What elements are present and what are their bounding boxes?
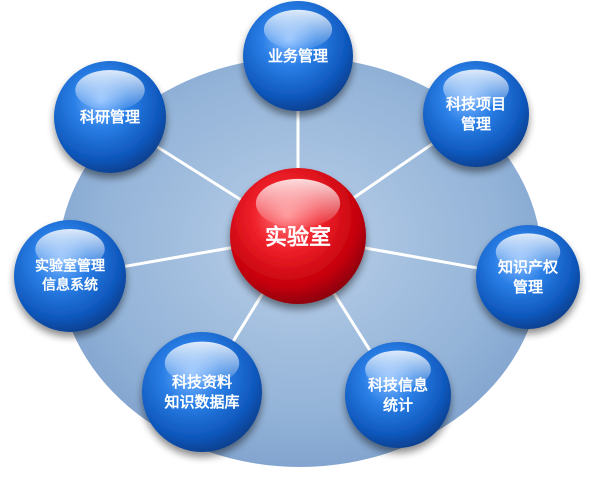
node-label-line: 信息系统: [42, 276, 98, 293]
node-label-line: 管理: [461, 115, 491, 133]
node-label-line: 知识产权: [498, 258, 559, 276]
center-node-ball-group[interactable]: 实验室: [230, 168, 366, 304]
node-label-line: 科技项目: [446, 95, 506, 113]
node-label-line: 业务管理: [268, 47, 328, 65]
node-highlight: [495, 233, 561, 271]
node-label-line: 实验室管理: [35, 258, 105, 275]
node-highlight: [164, 341, 240, 385]
center-node: 实验室: [230, 168, 366, 304]
center-label: 实验室: [265, 225, 331, 251]
node-research-management[interactable]: 科研管理: [54, 61, 166, 173]
node-highlight: [365, 350, 431, 389]
nodes-layer: 业务管理科技项目管理知识产权管理科技信息统计科技资料知识数据库实验室管理信息系统…: [14, 1, 580, 452]
node-label-line: 统计: [383, 396, 413, 414]
node-highlight: [443, 69, 509, 108]
node-label-line: 知识数据库: [164, 393, 239, 411]
node-label-line: 科研管理: [80, 108, 140, 126]
node-highlight: [263, 9, 333, 50]
node-label-line: 管理: [513, 278, 543, 296]
center-highlight: [255, 178, 341, 228]
node-label-line: 科技信息: [368, 376, 428, 394]
node-business-management[interactable]: 业务管理: [243, 1, 353, 111]
node-highlight: [35, 228, 105, 270]
node-highlight: [75, 69, 145, 111]
node-label-line: 科技资料: [172, 373, 232, 391]
